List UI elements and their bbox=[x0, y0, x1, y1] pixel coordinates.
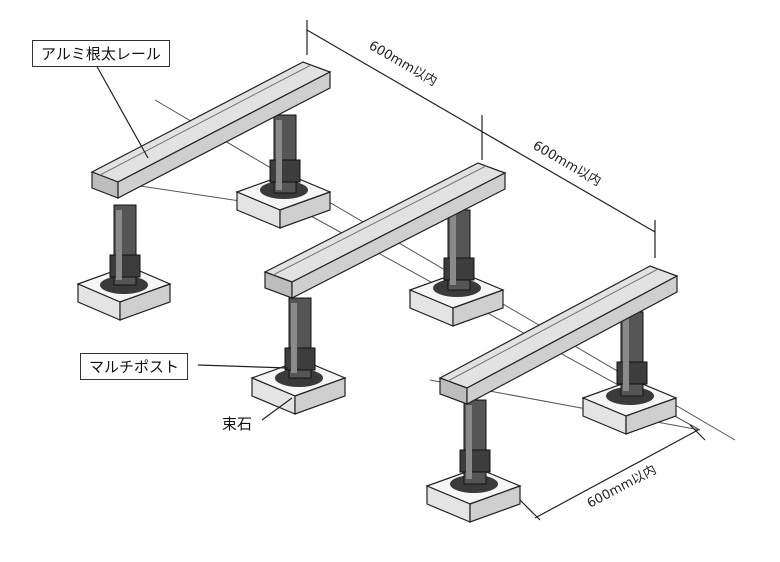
rail-b bbox=[263, 162, 507, 299]
unit-c bbox=[425, 265, 679, 523]
post-a-left bbox=[109, 204, 141, 286]
rail-callout: アルミ根太レール bbox=[32, 40, 170, 67]
stone-c-left bbox=[425, 467, 522, 523]
post-callout: マルチポスト bbox=[80, 353, 189, 380]
post-a-right bbox=[269, 114, 301, 194]
unit-a bbox=[76, 61, 332, 321]
rail-c bbox=[438, 265, 679, 405]
post-c-left bbox=[459, 399, 491, 485]
dimension-lines bbox=[306, 20, 706, 521]
post-b-left bbox=[284, 297, 316, 379]
rail-a bbox=[90, 61, 332, 199]
post-b-right bbox=[443, 209, 475, 291]
dimension-top-first: 600mm以内 bbox=[366, 38, 440, 90]
post-c-right bbox=[616, 311, 648, 397]
dimension-bottom: 600mm以内 bbox=[584, 462, 659, 512]
stone-label: 束石 bbox=[222, 415, 253, 433]
stone-c-right bbox=[581, 379, 678, 435]
unit-b bbox=[250, 162, 507, 415]
dimension-top-second: 600mm以内 bbox=[530, 138, 604, 190]
leader-lines bbox=[94, 62, 293, 421]
